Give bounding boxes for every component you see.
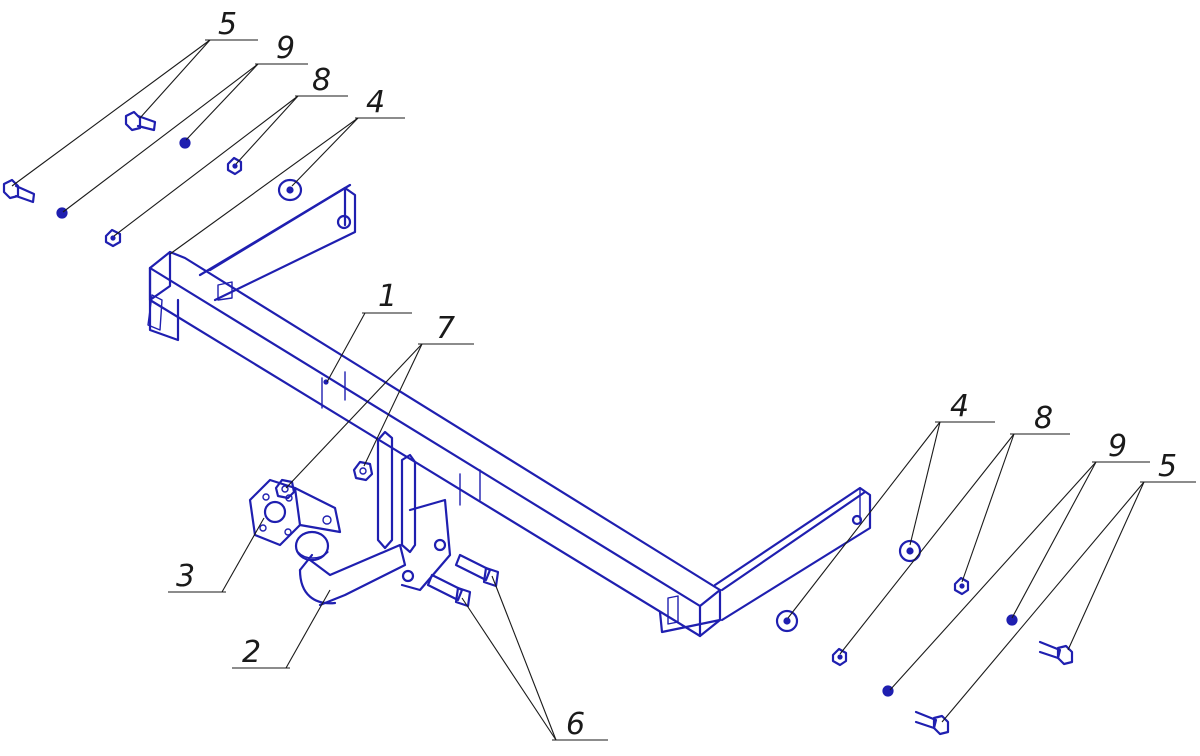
nut-8-top-b (104, 228, 122, 248)
callout-1: 1 (378, 279, 397, 314)
socket-plate (248, 478, 342, 547)
nut-8-right-a (953, 576, 970, 596)
washer-4-right-a (898, 539, 922, 563)
bolt-5-top-a (124, 110, 157, 132)
washer-9-right-b (882, 685, 894, 697)
bolt-6a (426, 573, 472, 608)
right-side-bracket (667, 486, 872, 625)
callout-5-right: 5 (1158, 449, 1177, 484)
callout-3: 3 (176, 559, 195, 594)
nut-8-right-b (831, 647, 848, 667)
callout-4-right: 4 (950, 389, 969, 424)
washer-4-top (277, 178, 303, 202)
washer-9-right-a (1006, 614, 1018, 626)
bolt-6b (454, 553, 500, 588)
hex-nut-7b (352, 460, 374, 482)
callout-9-top: 9 (276, 31, 295, 66)
washer-4-right-b (775, 609, 799, 633)
nut-8-top-a (226, 156, 243, 176)
bolt-5-right-a (1038, 640, 1074, 666)
callout-8-right: 8 (1034, 401, 1053, 436)
leader-lines (11, 39, 1196, 741)
bolt-5-right-b (914, 710, 950, 736)
bolt-5-top-b (2, 178, 36, 204)
callout-7: 7 (436, 311, 455, 346)
callout-4-top: 4 (366, 85, 385, 120)
left-side-bracket (198, 183, 357, 302)
callout-9-right: 9 (1108, 429, 1127, 464)
washer-9-top-a (179, 137, 191, 149)
ball-mount (294, 430, 452, 607)
callout-6: 6 (566, 707, 585, 742)
hex-nut-7a (274, 478, 296, 500)
crossbar-beam (147, 250, 722, 638)
callout-5-top: 5 (218, 7, 237, 42)
callout-8-top: 8 (312, 63, 331, 98)
callout-2: 2 (242, 635, 261, 670)
